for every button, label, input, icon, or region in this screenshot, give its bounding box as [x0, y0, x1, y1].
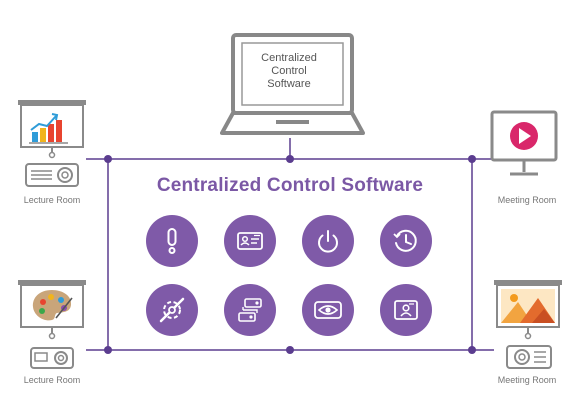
room-label-bottom-right: Meeting Room: [497, 375, 557, 385]
network-devices-icon: [224, 284, 276, 336]
monitor-play-icon: [490, 110, 558, 176]
laptop-line-1: Centralized: [261, 52, 317, 64]
node-dot-bottom: [286, 346, 294, 354]
power-icon: [302, 215, 354, 267]
eye-display-icon: [302, 284, 354, 336]
laptop-icon: [220, 33, 365, 135]
alert-icon: [146, 215, 198, 267]
node-dot-top: [286, 155, 294, 163]
settings-wrench-icon: [146, 284, 198, 336]
id-card-icon: [224, 215, 276, 267]
node-dot-tl: [104, 155, 112, 163]
laptop-line-3: Software: [267, 78, 311, 90]
schedule-icon: [380, 215, 432, 267]
user-display-icon: [380, 284, 432, 336]
node-dot-tr: [468, 155, 476, 163]
laptop-screen-text: Centralized Control Software: [243, 52, 335, 91]
node-dot-bl: [104, 346, 112, 354]
room-label-top-right: Meeting Room: [497, 195, 557, 205]
room-label-top-left: Lecture Room: [23, 195, 81, 205]
node-dot-br: [468, 346, 476, 354]
projector-screen-palette-icon: [18, 280, 86, 369]
laptop-line-2: Control: [271, 65, 307, 77]
projector-screen-landscape-icon: [494, 280, 562, 369]
main-title: Centralized Control Software: [156, 175, 424, 196]
projector-screen-chart-icon: [18, 100, 86, 187]
room-label-bottom-left: Lecture Room: [23, 375, 81, 385]
